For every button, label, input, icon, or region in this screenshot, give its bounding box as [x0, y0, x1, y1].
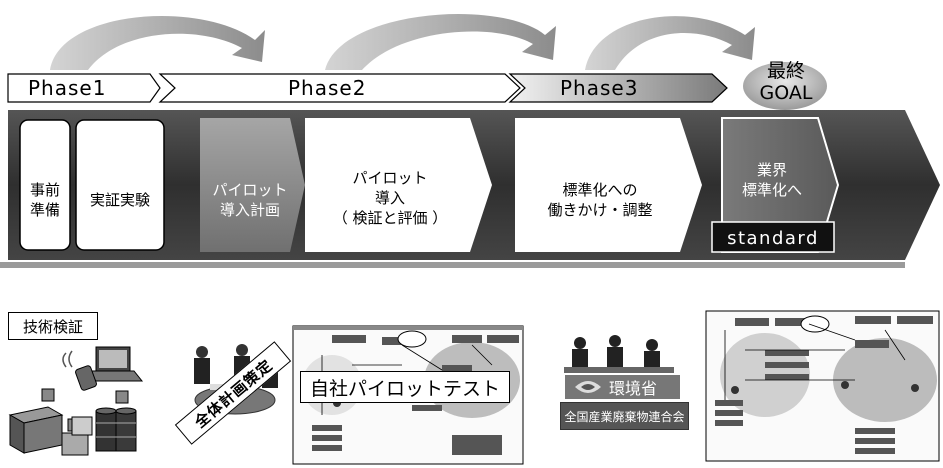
- goal-line2: GOAL: [759, 82, 813, 104]
- pilot-intro-line2: 導入: [374, 188, 405, 207]
- standard-badge: standard: [727, 227, 819, 249]
- demo-box: [75, 119, 165, 251]
- cardboard-boxes-icon: [61, 416, 93, 456]
- goal-label: 最終 GOAL: [758, 60, 814, 104]
- industry-label: 業界 標準化へ: [722, 140, 822, 220]
- laptop-icon: [86, 346, 144, 382]
- pilot-intro-line1: パイロット: [352, 168, 428, 187]
- standardization-line1: 標準化への: [562, 180, 638, 199]
- pilot-test-label: 自社パイロットテスト: [300, 371, 510, 403]
- demo-label: 実証実験: [89, 190, 150, 209]
- ministry-logo-icon: [575, 381, 601, 393]
- industry-line1: 業界: [756, 160, 787, 179]
- prep-label: 事前 準備: [20, 150, 70, 250]
- prep-line1: 事前: [29, 180, 60, 199]
- standardization-label: 標準化への 働きかけ・調整: [515, 150, 685, 250]
- officials-illustration: [564, 335, 674, 373]
- phase1-label: Phase1: [28, 76, 107, 100]
- container-icon: [8, 406, 64, 454]
- goal-ellipse: [743, 62, 827, 110]
- helicopter-icon: [397, 330, 427, 348]
- curved-arrow-3: [585, 16, 755, 70]
- standard-badge-bg: [711, 221, 835, 253]
- standardization-box: [515, 118, 702, 252]
- pilot-plan-line2: 導入計画: [219, 201, 280, 219]
- curved-arrow-2: [325, 13, 556, 70]
- pilot-intro-label: パイロット 導入 （ 検証と評価 ）: [305, 148, 475, 248]
- phase-banner-graphic: [7, 13, 827, 110]
- phase2-shape: [158, 73, 521, 103]
- prep-box: [19, 119, 71, 251]
- ministry-banner: 環境省: [565, 375, 680, 399]
- industry-diagram: [705, 310, 940, 462]
- handheld-reader-icon: [75, 365, 97, 391]
- pilot-plan-line1: パイロット: [212, 180, 288, 199]
- tech-verification-label: 技術検証: [8, 312, 98, 340]
- pilot-intro-line3: （ 検証と評価 ）: [332, 209, 448, 228]
- association-label: 全国産業廃棄物連合会: [560, 402, 689, 430]
- pilot-plan-label: パイロット 導入計画: [200, 150, 300, 250]
- tech-verification-illustration: [8, 346, 144, 456]
- pilot-plan-box: [200, 118, 305, 252]
- pilot-intro-box: [305, 118, 492, 252]
- prep-line2: 準備: [29, 201, 60, 219]
- drum-barrels-icon: [95, 407, 137, 452]
- rfid-tag-icon-2: [115, 390, 129, 404]
- goal-line1: 最終: [766, 60, 805, 82]
- rfid-tag-icon: [41, 388, 55, 402]
- wireless-signal-icon: [62, 350, 73, 368]
- phase2-label: Phase2: [288, 76, 367, 100]
- helicopter-icon-2: [800, 315, 830, 333]
- industry-line2: 標準化へ: [741, 181, 802, 199]
- curved-arrow-1: [50, 15, 265, 70]
- ministry-label: 環境省: [609, 379, 658, 398]
- standardization-line2: 働きかけ・調整: [547, 201, 653, 219]
- phase3-label: Phase3: [560, 76, 639, 100]
- phase1-shape: [7, 73, 161, 103]
- phase3-shape: [508, 73, 728, 103]
- process-band: [0, 110, 940, 268]
